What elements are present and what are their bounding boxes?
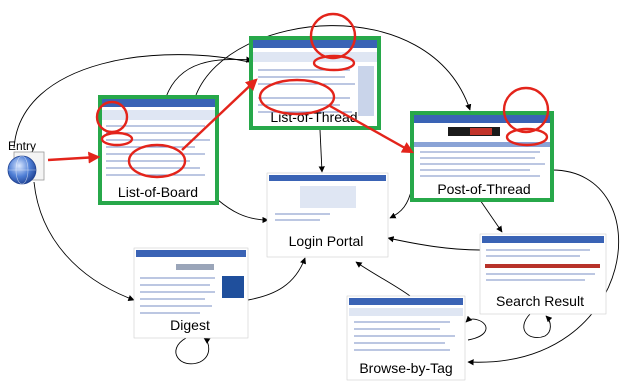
red-edge-list-of-board-to-list-of-thread: [181, 78, 258, 151]
thumbnail-red-accent: [470, 128, 492, 135]
post-of-thread-highlight-frame: [410, 111, 554, 202]
post-of-thread-label: Post-of-Thread: [437, 181, 530, 197]
node-list-of-board: List-of-Board: [98, 95, 219, 205]
self-loop-browse-by-tag: [465, 315, 487, 341]
ring-list-of-board-top: [95, 100, 129, 134]
browse-by-tag-label: Browse-by-Tag: [359, 360, 452, 376]
edge-browse-to-login: [355, 261, 411, 297]
thumbnail-rows: [354, 321, 455, 351]
ring-post-of-thread-small: [505, 127, 549, 147]
ring-list-of-board-small: [100, 131, 134, 147]
ring-list-of-thread-top: [309, 12, 357, 60]
red-edge-list-of-thread-to-post-of-thread: [329, 104, 415, 154]
search-result-label: Search Result: [496, 293, 584, 309]
edge-post-to-login: [389, 187, 413, 219]
edge-entry-to-list-of-thread: [13, 54, 259, 149]
edge-list-of-thread-to-login: [318, 129, 325, 173]
edge-list-of-board-to-login: [217, 199, 269, 224]
thumbnail-side-ad: [222, 276, 244, 298]
thumbnail-header: [102, 99, 215, 107]
edge-post-to-search: [479, 199, 503, 233]
node-login-portal: Login Portal: [266, 172, 389, 258]
thumbnail-banner: [253, 52, 377, 62]
self-loop-search-result: [523, 313, 553, 338]
ring-list-of-thread-small: [312, 54, 356, 72]
globe-icon: [7, 151, 45, 185]
node-search-result: Search Result: [479, 233, 607, 315]
edge-entry-to-digest: [33, 181, 135, 301]
thumbnail-banner: [349, 308, 463, 316]
list-of-board-highlight-frame: [98, 95, 219, 205]
thumbnail-rows: [486, 249, 595, 281]
edge-digest-to-login: [247, 257, 306, 301]
edge-post-to-browse: [467, 169, 620, 366]
thumbnail-rows: [420, 151, 545, 177]
red-edge-entry-to-list-of-board: [47, 151, 101, 164]
node-browse-by-tag: Browse-by-Tag: [346, 295, 466, 381]
thumbnail-rows: [106, 125, 210, 176]
edge-list-of-board-to-list-of-thread: [165, 56, 253, 98]
ring-post-of-thread-top: [502, 86, 550, 134]
thumbnail-rows: [140, 277, 215, 314]
thumbnail-toolbar: [176, 264, 214, 270]
node-entry: Entry: [7, 139, 45, 185]
ring-list-of-board-center: [127, 143, 187, 179]
thumbnail-banner: [102, 110, 215, 120]
thumbnail-header: [269, 175, 386, 181]
thumbnail-header: [253, 40, 377, 48]
ring-list-of-thread-center: [258, 78, 336, 116]
node-post-of-thread: Post-of-Thread: [410, 111, 554, 202]
thumbnail-header: [349, 298, 463, 305]
edge-list-of-board-to-post-of-thread: [195, 25, 472, 111]
thumbnail-header: [414, 115, 550, 123]
digest-label: Digest: [170, 317, 210, 333]
entry-label: Entry: [8, 139, 36, 153]
list-of-board-label: List-of-Board: [118, 184, 198, 200]
click-target-rings: [95, 12, 550, 179]
thumbnail-result-bar: [485, 264, 600, 268]
thumbnail-rows: [275, 213, 330, 221]
thumbnail-header: [136, 250, 246, 257]
thumbnail-side-column: [358, 66, 374, 116]
edge-search-to-login: [387, 236, 481, 251]
thumbnail-login-box: [300, 186, 356, 208]
self-loop-digest: [175, 337, 211, 365]
node-digest: Digest: [133, 247, 249, 339]
thumbnail-blue-bar: [414, 142, 550, 147]
login-portal-label: Login Portal: [289, 233, 364, 249]
highlighted-path: [47, 78, 415, 164]
thumbnail-header: [482, 236, 604, 243]
